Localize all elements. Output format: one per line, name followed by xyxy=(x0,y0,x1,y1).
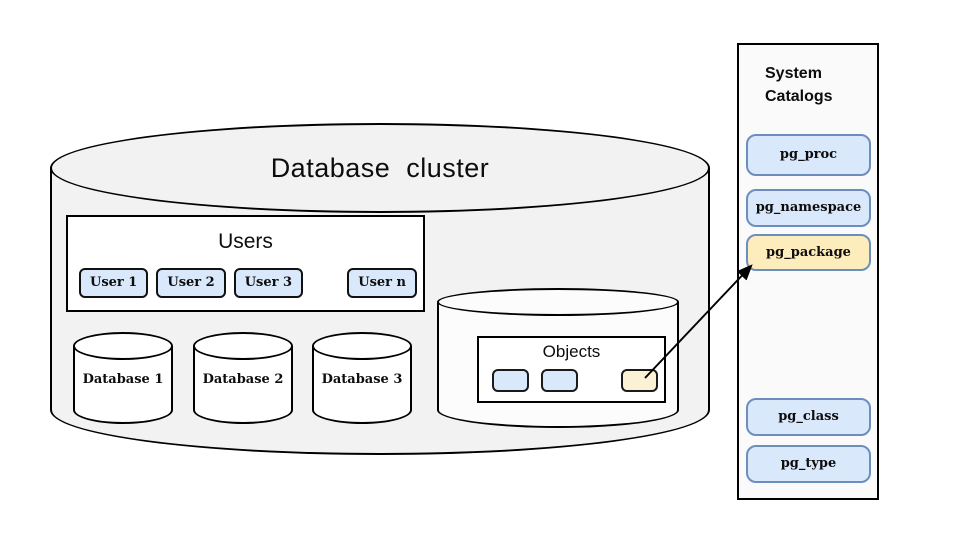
database-1-label: Database 1 xyxy=(82,372,164,387)
database-1-cylinder[interactable]: Database 1 xyxy=(73,332,173,424)
database-cluster-cylinder-top xyxy=(50,123,710,213)
objects-cylinder-top xyxy=(437,288,679,316)
object-1-node[interactable] xyxy=(492,369,529,392)
database-2-label: Database 2 xyxy=(202,372,284,387)
system-catalogs-title: System Catalogs xyxy=(765,65,833,105)
catalog-pg-package-node[interactable]: pg_package xyxy=(746,234,871,271)
user-2-node[interactable]: User 2 xyxy=(156,268,226,298)
catalog-pg-type-node[interactable]: pg_type xyxy=(746,445,871,483)
database-3-cylinder-top xyxy=(312,332,412,360)
database-3-label: Database 3 xyxy=(321,372,403,387)
objects-group-title: Objects xyxy=(542,342,601,361)
object-2-node[interactable] xyxy=(541,369,578,392)
users-group-box: Users User 1 User 2 User 3 User n xyxy=(66,215,425,312)
object-3-node[interactable] xyxy=(621,369,658,392)
user-3-node[interactable]: User 3 xyxy=(233,268,304,298)
catalog-pg-proc-node[interactable]: pg_proc xyxy=(746,134,871,176)
database-2-cylinder-top xyxy=(193,332,293,360)
catalog-pg-namespace-node[interactable]: pg_namespace xyxy=(746,189,871,227)
database-3-cylinder[interactable]: Database 3 xyxy=(312,332,412,424)
user-1-node[interactable]: User 1 xyxy=(79,268,149,298)
catalog-pg-class-node[interactable]: pg_class xyxy=(746,398,871,436)
users-row: User 1 User 2 User 3 User n xyxy=(79,268,417,298)
system-catalogs-panel: System Catalogs pg_proc pg_namespace pg_… xyxy=(737,43,879,500)
user-n-node[interactable]: User n xyxy=(347,268,417,298)
database-2-cylinder[interactable]: Database 2 xyxy=(193,332,293,424)
users-group-title: Users xyxy=(218,230,273,253)
database-cluster-title: Database cluster xyxy=(270,153,490,183)
objects-group-box: Objects xyxy=(477,336,666,403)
database-1-cylinder-top xyxy=(73,332,173,360)
